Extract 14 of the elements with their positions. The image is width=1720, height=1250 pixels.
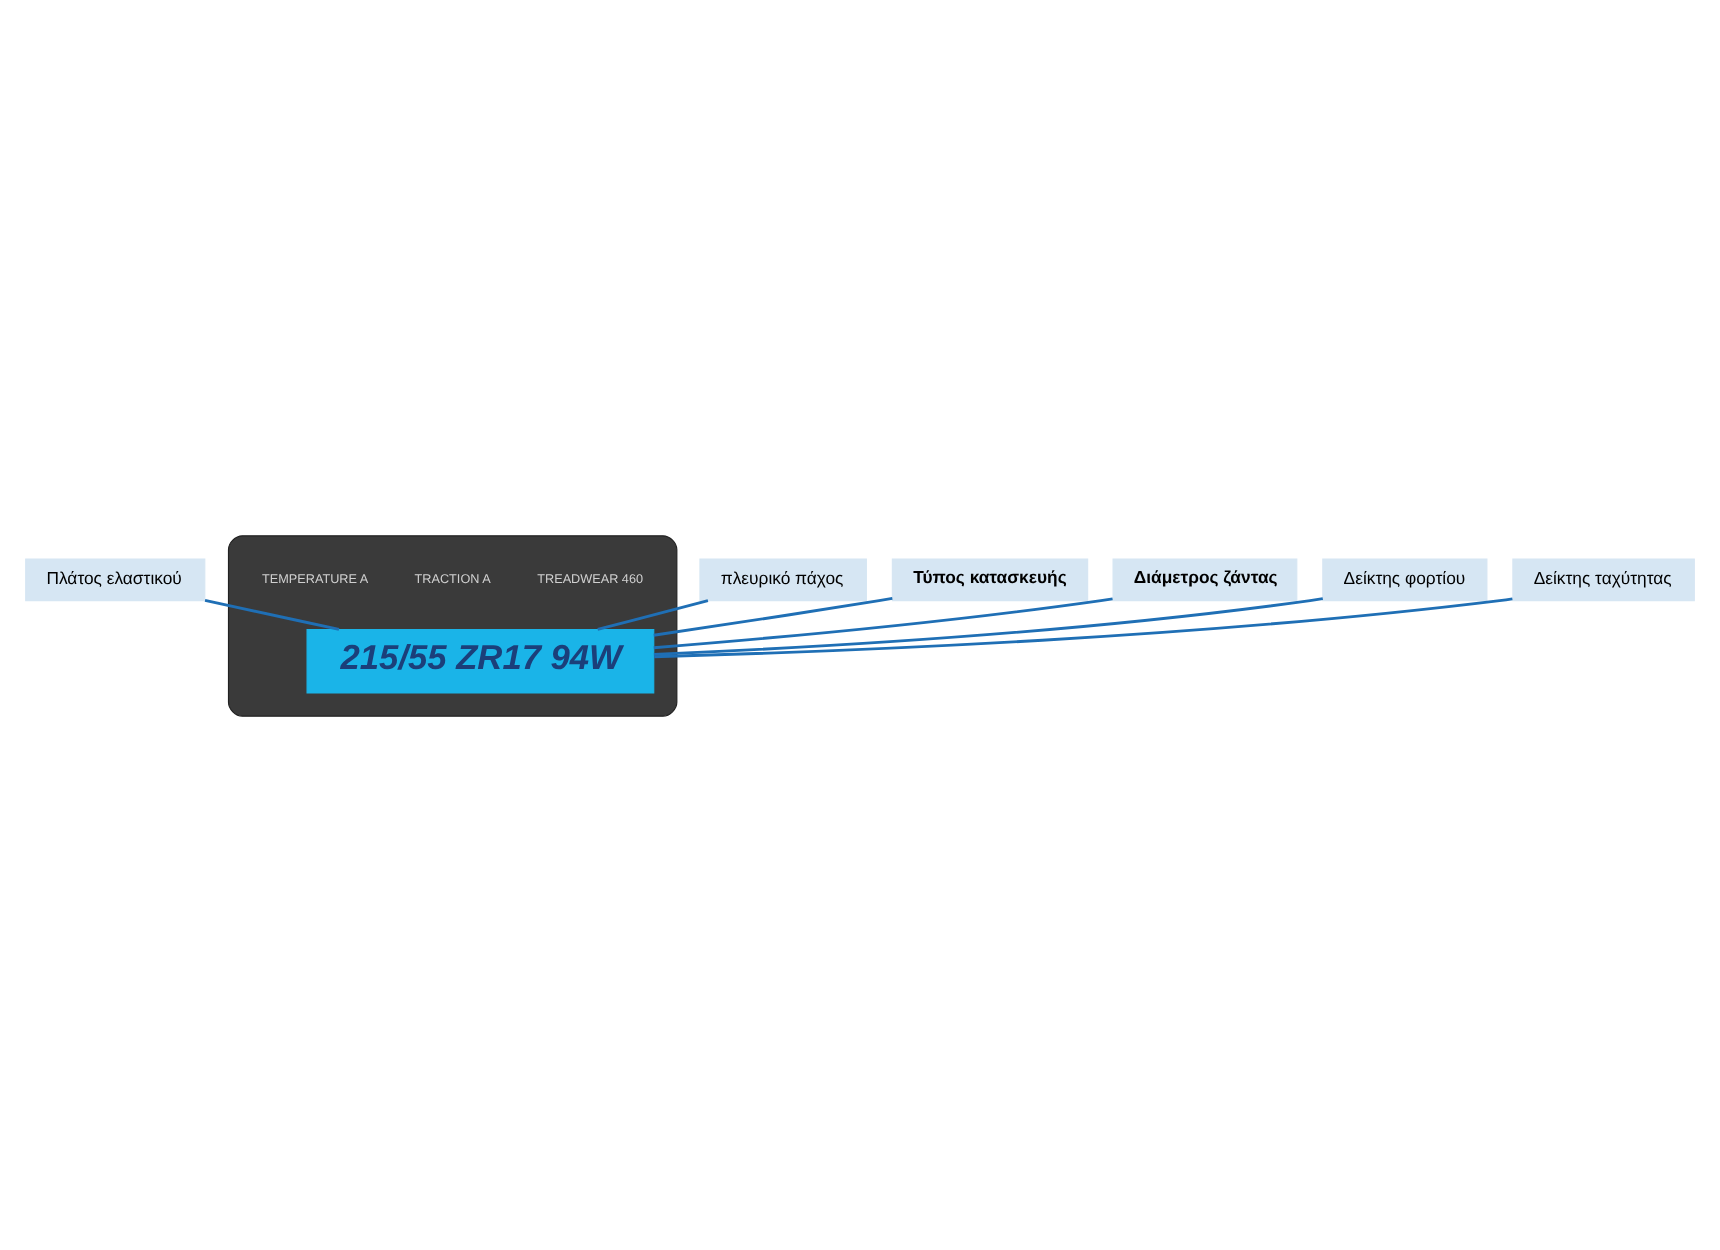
connector (653, 596, 1323, 655)
node-box: Δείκτης ταχύτητας (1512, 557, 1695, 601)
node-box: Δείκτης φορτίου (1322, 557, 1488, 601)
connector (653, 596, 1113, 649)
node-box: 215/55 ZR17 94W (306, 627, 655, 693)
node-box: Τύπος κατασκευής (891, 557, 1089, 601)
connector (654, 596, 1513, 658)
node-box: Διάμετρος ζάντας (1112, 557, 1298, 601)
connector (597, 598, 709, 630)
node-box: Πλάτος ελαστικού (25, 557, 206, 601)
connector (653, 595, 893, 636)
node-box: πλευρικό πάχος (699, 557, 867, 601)
cluster (227, 534, 678, 716)
connector (204, 597, 340, 630)
